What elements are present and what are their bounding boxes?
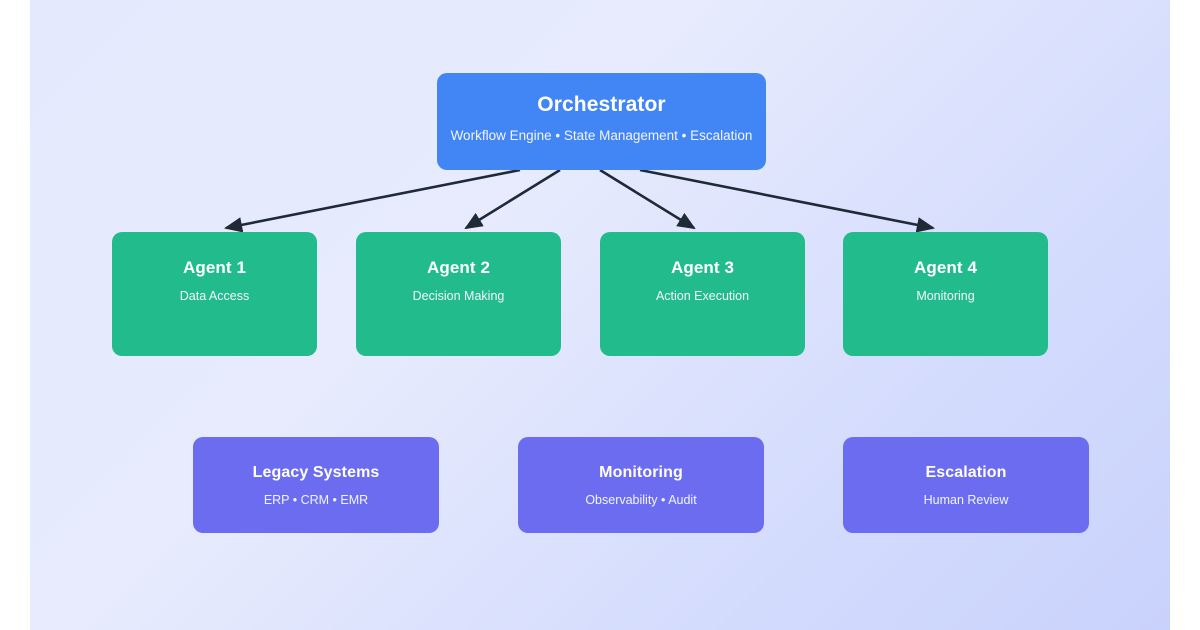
agent-title: Agent 2 bbox=[426, 258, 491, 277]
connector-orchestrator-agent-2 bbox=[464, 168, 561, 230]
node-orchestrator[interactable]: Orchestrator Workflow Engine • State Man… bbox=[437, 73, 766, 170]
connector-orchestrator-agent-1 bbox=[223, 168, 521, 233]
node-agent-1[interactable]: Agent 1 Data Access bbox=[112, 232, 317, 356]
connector-orchestrator-agent-4 bbox=[639, 168, 936, 233]
support-title: Monitoring bbox=[599, 464, 683, 481]
support-title: Legacy Systems bbox=[252, 464, 380, 481]
node-monitoring[interactable]: Monitoring Observability • Audit bbox=[518, 437, 764, 533]
orchestrator-subtitle: Workflow Engine • State Management • Esc… bbox=[450, 128, 753, 143]
node-escalation[interactable]: Escalation Human Review bbox=[843, 437, 1089, 533]
node-legacy-systems[interactable]: Legacy Systems ERP • CRM • EMR bbox=[193, 437, 439, 533]
node-agent-3[interactable]: Agent 3 Action Execution bbox=[600, 232, 805, 356]
agent-subtitle: Decision Making bbox=[412, 289, 505, 303]
node-agent-4[interactable]: Agent 4 Monitoring bbox=[843, 232, 1048, 356]
orchestrator-title: Orchestrator bbox=[537, 93, 666, 116]
node-agent-2[interactable]: Agent 2 Decision Making bbox=[356, 232, 561, 356]
connector-orchestrator-agent-3 bbox=[599, 168, 696, 230]
agent-title: Agent 4 bbox=[913, 258, 978, 277]
connector-layer bbox=[223, 168, 936, 233]
support-subtitle: Observability • Audit bbox=[585, 493, 697, 507]
agent-subtitle: Monitoring bbox=[916, 289, 975, 303]
agent-title: Agent 3 bbox=[670, 258, 735, 277]
support-subtitle: ERP • CRM • EMR bbox=[263, 493, 369, 507]
support-subtitle: Human Review bbox=[923, 493, 1009, 507]
agent-subtitle: Action Execution bbox=[655, 289, 750, 303]
support-title: Escalation bbox=[925, 464, 1007, 481]
agent-title: Agent 1 bbox=[182, 258, 247, 277]
agent-subtitle: Data Access bbox=[179, 289, 250, 303]
diagram-canvas: Orchestrator Workflow Engine • State Man… bbox=[30, 0, 1170, 630]
